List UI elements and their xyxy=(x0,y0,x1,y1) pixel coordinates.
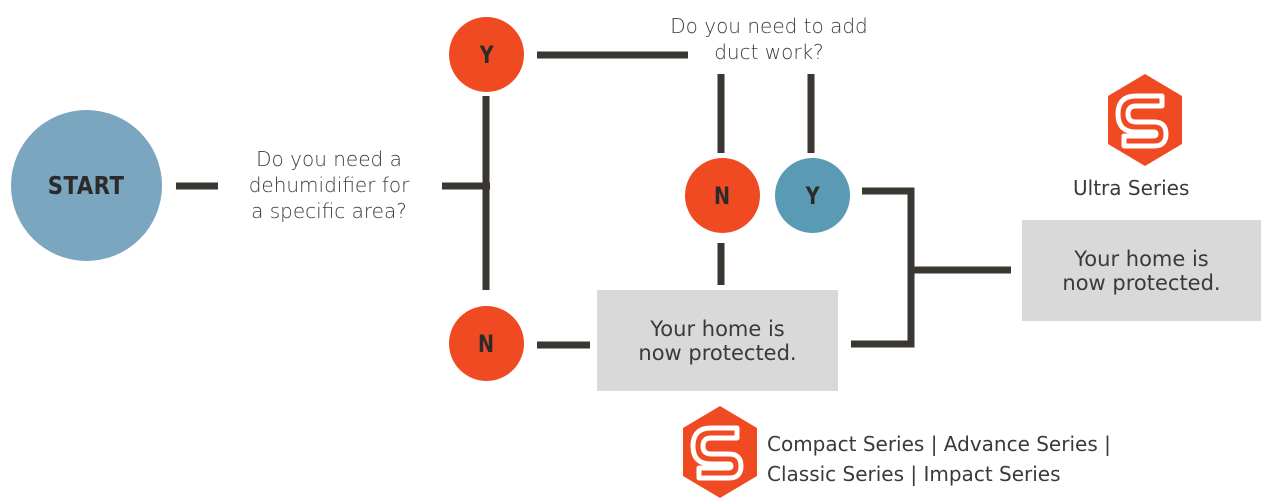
compact-series-caption: Compact Series | Advance Series | Classi… xyxy=(767,429,1111,489)
compact-series-logo-icon xyxy=(683,406,757,498)
ultra-series-logo-icon xyxy=(1108,74,1182,166)
yes-node-duct-work-label: Y xyxy=(805,181,820,210)
no-node-duct-work-label: N xyxy=(714,181,731,210)
outcome-box-ultra: Your home is now protected. xyxy=(1022,220,1261,321)
question-specific-area: Do you need a dehumidifier for a specifi… xyxy=(228,146,430,224)
no-node-specific-area-label: N xyxy=(478,329,495,358)
compact-series-caption-line1: Compact Series | Advance Series | xyxy=(767,432,1111,456)
no-node-duct-work: N xyxy=(685,158,760,233)
yes-node-duct-work: Y xyxy=(775,158,850,233)
yes-node-specific-area: Y xyxy=(449,17,524,92)
outcome-box-ultra-text: Your home is now protected. xyxy=(1062,246,1221,295)
outcome-box-compact: Your home is now protected. xyxy=(597,290,838,391)
question-specific-area-text: Do you need a dehumidifier for a specifi… xyxy=(248,147,410,223)
connector-ultra-elbow xyxy=(851,187,915,348)
yes-node-specific-area-label: Y xyxy=(479,40,494,69)
outcome-box-compact-text: Your home is now protected. xyxy=(638,316,797,365)
question-duct-work: Do you need to add duct work? xyxy=(640,13,898,65)
start-label: START xyxy=(48,171,125,200)
ultra-series-caption: Ultra Series xyxy=(1073,176,1190,200)
compact-series-caption-line2: Classic Series | Impact Series xyxy=(767,462,1061,486)
no-node-specific-area: N xyxy=(449,306,524,381)
start-node: START xyxy=(11,110,162,261)
question-duct-work-text: Do you need to add duct work? xyxy=(670,14,868,64)
